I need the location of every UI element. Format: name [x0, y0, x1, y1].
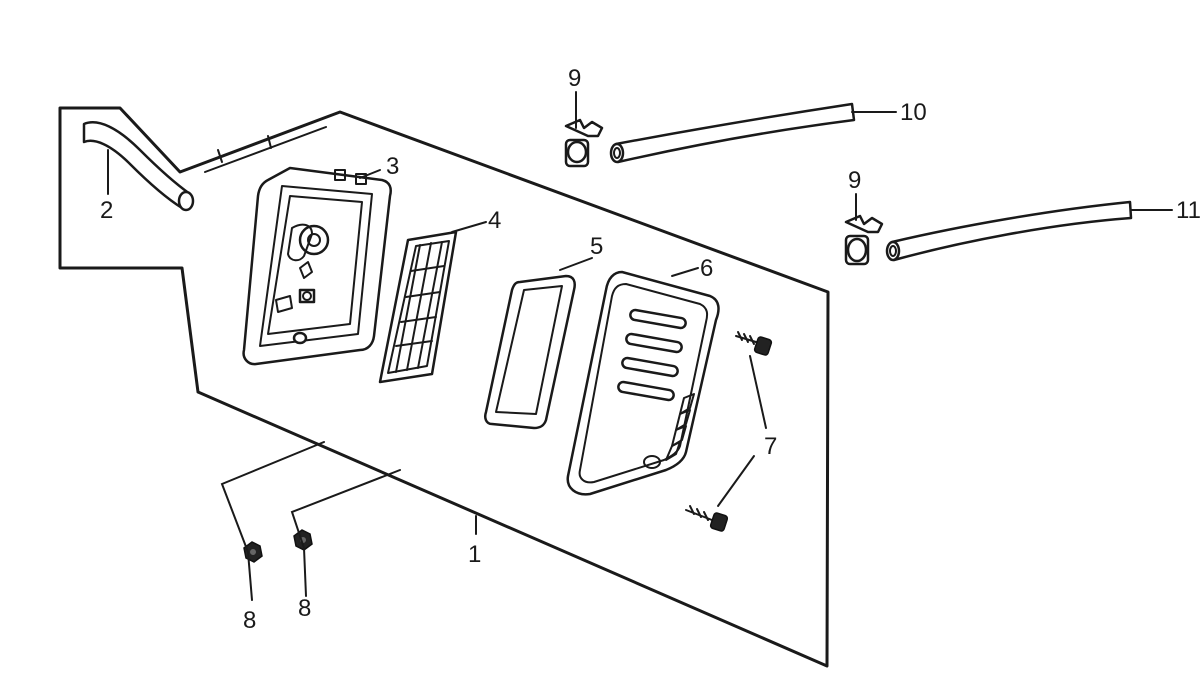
callout-9-lower: 9 — [848, 167, 861, 194]
part-11-hose — [885, 200, 1133, 262]
callout-2: 2 — [100, 197, 113, 224]
part-9-hose-clamp-upper — [564, 118, 604, 168]
callout-5: 5 — [590, 233, 603, 260]
callout-labels: 1 2 3 4 5 6 7 8 8 9 9 10 11 — [100, 65, 1200, 634]
callout-1: 1 — [468, 541, 481, 568]
part-3-filter-case — [242, 166, 392, 366]
part-4-filter-grid — [378, 230, 458, 384]
part-5-filter-element — [484, 274, 576, 430]
part-8-nut-left — [243, 541, 263, 563]
callout-7: 7 — [764, 433, 777, 460]
callout-8-right: 8 — [298, 595, 311, 622]
part-9-hose-clamp-lower — [844, 214, 884, 266]
callout-8-left: 8 — [243, 607, 256, 634]
part-7-bolt-lower — [685, 505, 729, 532]
part-10-hose — [609, 102, 856, 164]
part-6-filter-cover — [566, 270, 720, 496]
part-2-breather-hose — [82, 121, 195, 212]
callout-3: 3 — [386, 153, 399, 180]
callout-4: 4 — [488, 207, 501, 234]
callout-6: 6 — [700, 255, 713, 282]
part-7-bolt-upper — [735, 331, 773, 356]
assembly-outline — [58, 106, 830, 668]
callout-9-upper: 9 — [568, 65, 581, 92]
callout-11: 11 — [1176, 197, 1200, 224]
leader-lines — [107, 91, 1173, 601]
callout-10: 10 — [900, 99, 927, 126]
